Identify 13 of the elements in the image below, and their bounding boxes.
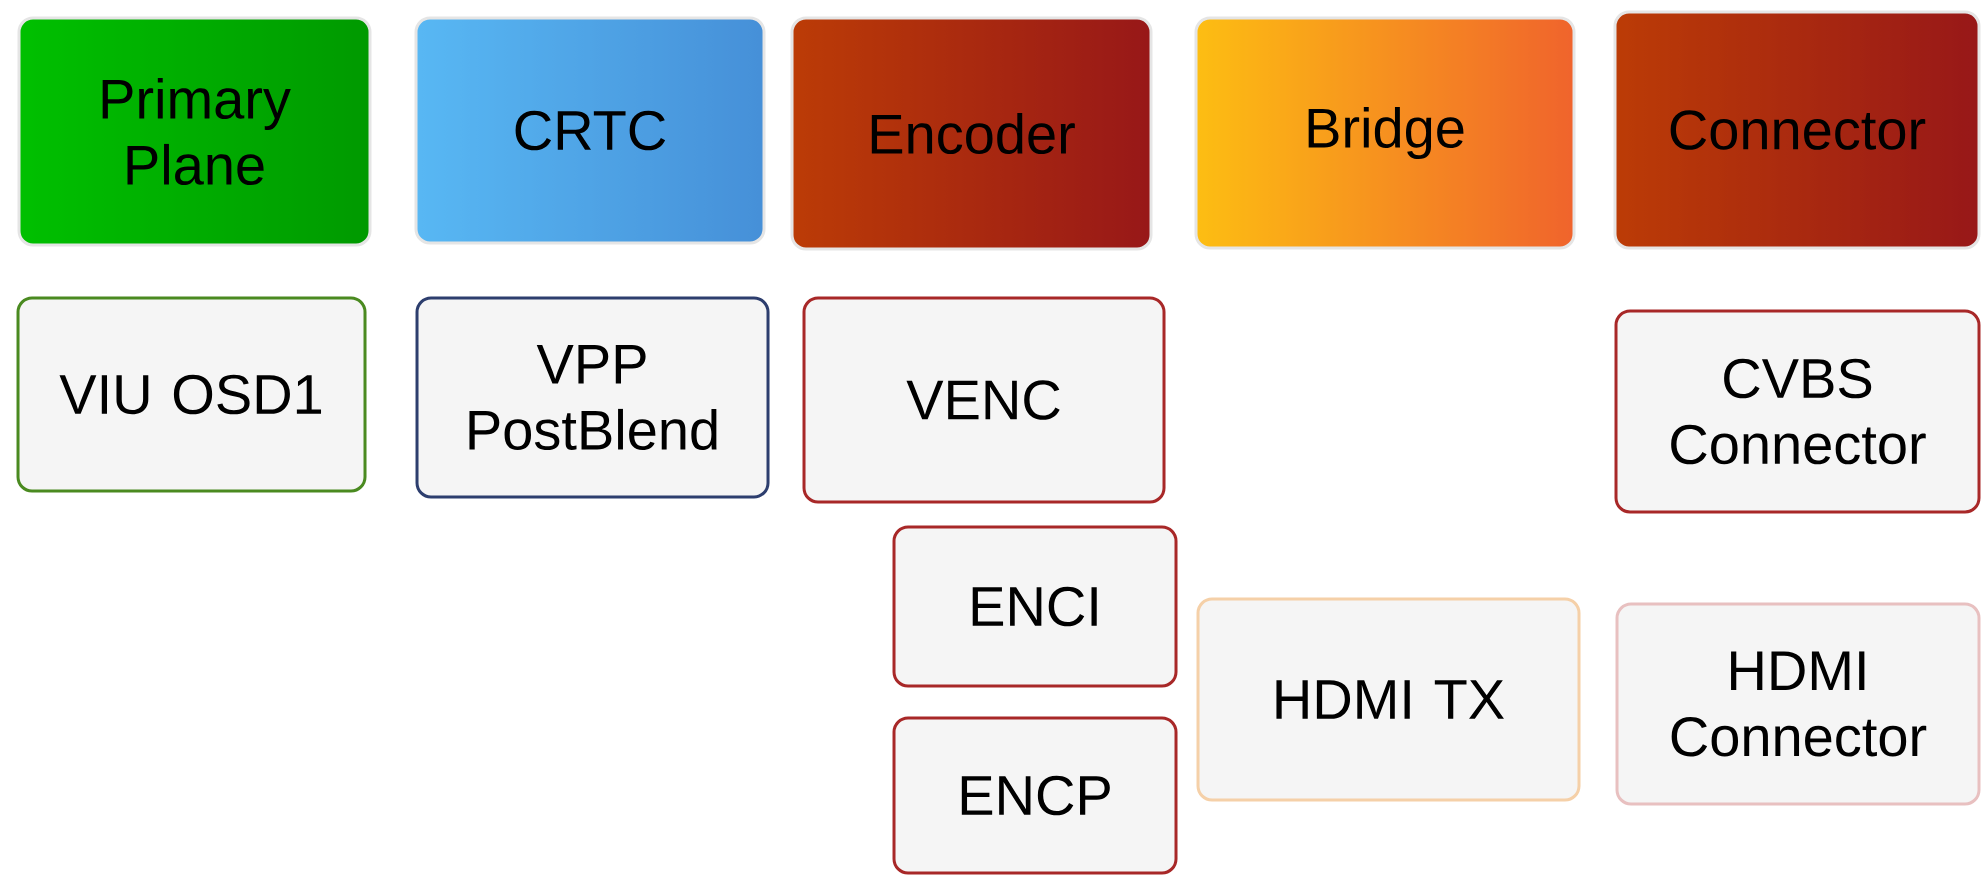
component-box: ENCI (892, 525, 1178, 688)
layer-header-box: CRTC (414, 16, 766, 245)
component-box: HDMI TX (1196, 597, 1581, 802)
component-box: CVBS Connector (1614, 309, 1981, 514)
component-box: ENCP (892, 716, 1178, 875)
component-box: HDMI Connector (1615, 602, 1981, 806)
component-box: VENC (802, 296, 1166, 504)
layer-header-box: Encoder (790, 16, 1153, 251)
layer-header-box: Connector (1613, 10, 1981, 250)
component-box: VIU OSD1 (16, 296, 367, 493)
layer-header-box: Bridge (1194, 16, 1576, 250)
layer-header-box: Primary Plane (17, 16, 372, 247)
component-box: VPP PostBlend (415, 296, 770, 499)
